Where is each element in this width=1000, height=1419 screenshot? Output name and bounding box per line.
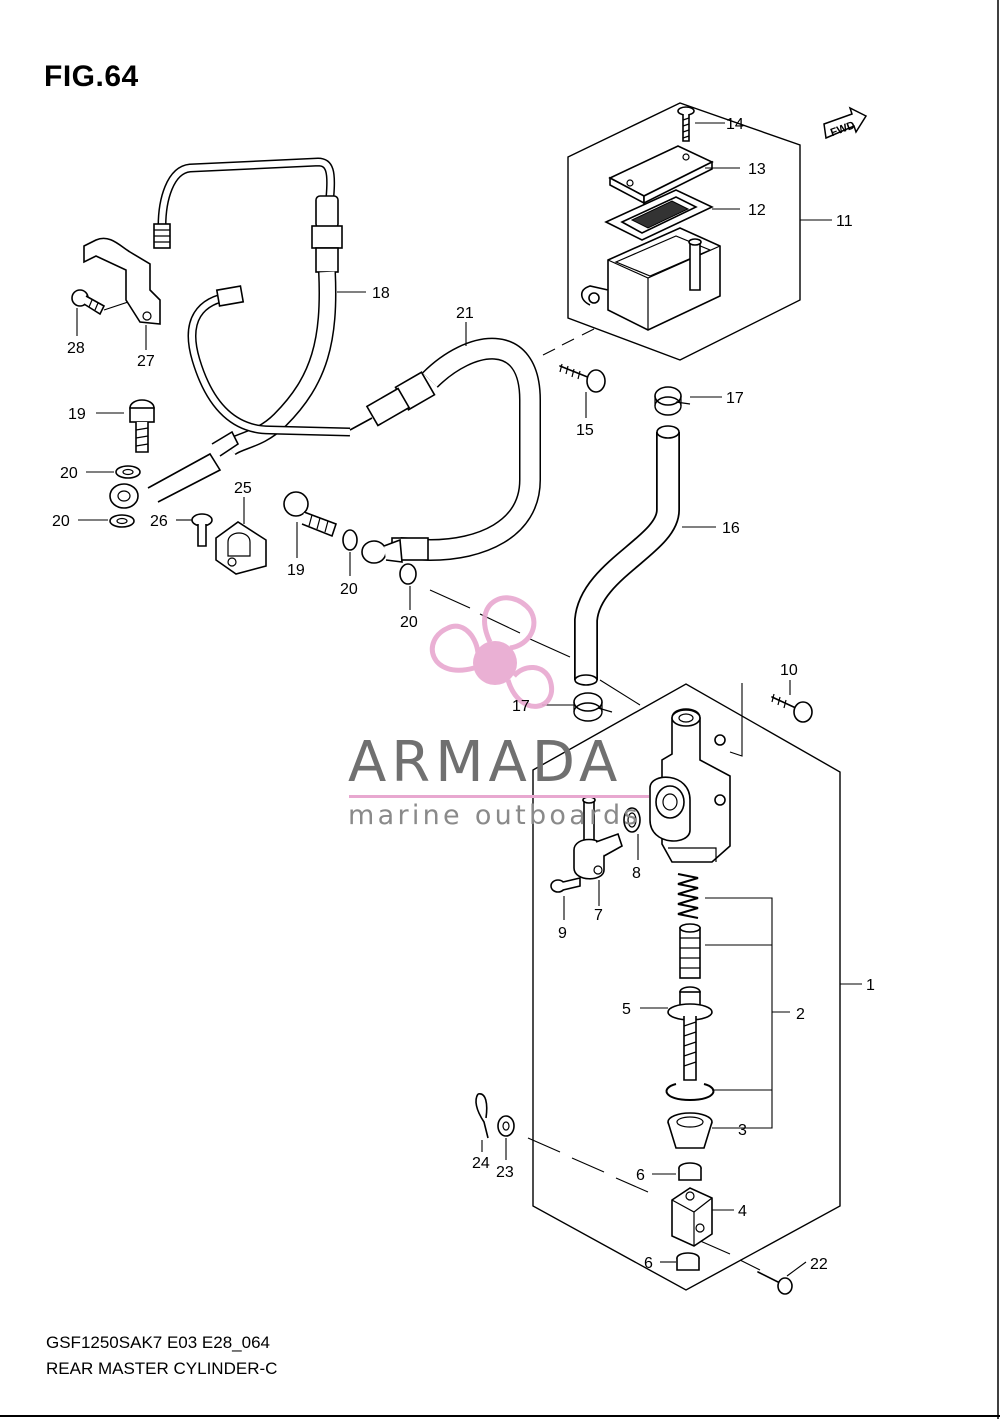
callout-19-left: 19: [68, 406, 86, 423]
reservoir-cap-screw: [677, 106, 695, 142]
callout-13: 13: [748, 161, 766, 178]
master-cylinder-hose: [349, 337, 541, 562]
master-cylinder-mount-bolt: [771, 693, 813, 723]
leader-22: [786, 1261, 807, 1277]
reservoir-tank: [580, 227, 721, 331]
callout-23: 23: [496, 1164, 514, 1181]
callout-4: 4: [738, 1203, 747, 1220]
figure-title: FIG.64: [44, 60, 139, 93]
gasket-washer-4: [399, 563, 417, 585]
dust-boot: [667, 1112, 713, 1149]
clevis: [671, 1187, 713, 1247]
guide-line-upper: [429, 589, 641, 706]
reservoir-diaphragm-plate: [604, 189, 714, 241]
push-rod: [667, 986, 713, 1081]
lock-nut-lower: [676, 1252, 700, 1271]
drawing-code: GSF1250SAK7 E03 E28_064: [46, 1333, 270, 1352]
callout-17-upper: 17: [726, 390, 744, 407]
hose-clamp-lower: [573, 692, 613, 722]
callout-25: 25: [234, 480, 252, 497]
gasket-washer-3: [342, 529, 358, 551]
callout-14: 14: [726, 116, 744, 133]
callout-22: 22: [810, 1256, 828, 1273]
hose-clamp-upper: [654, 386, 691, 416]
hose-bracket: [83, 237, 161, 325]
gasket-washer-2: [109, 514, 135, 528]
callout-17-lower: 17: [512, 698, 530, 715]
reservoir-cap: [608, 145, 714, 205]
master-cylinder-body: [649, 708, 731, 863]
callout-9: 9: [558, 925, 567, 942]
lock-nut-upper: [678, 1162, 702, 1181]
callout-10: 10: [780, 662, 798, 679]
rear-brake-hose: [224, 195, 343, 456]
callout-20-c: 20: [340, 581, 358, 598]
callout-19-right: 19: [287, 562, 305, 579]
guide-line-pin: [697, 1239, 761, 1271]
callout-11: 11: [836, 213, 853, 230]
callout-20-d: 20: [400, 614, 418, 631]
watermark-brand: ARMADA: [348, 730, 623, 795]
union-bolt-left: [129, 399, 155, 453]
fitting-screw: [550, 876, 581, 893]
callout-18: 18: [372, 285, 390, 302]
drawing-name: REAR MASTER CYLINDER-C: [46, 1359, 278, 1378]
banjo-fitting-cylinder: [361, 538, 403, 564]
callout-20-b: 20: [52, 513, 70, 530]
callout-6-lower: 6: [644, 1255, 653, 1272]
callout-2: 2: [796, 1006, 805, 1023]
guide-line-bolt: [729, 683, 743, 757]
union-bolt-right: [283, 491, 338, 538]
reservoir-assembly-frame: [567, 102, 801, 361]
callout-1: 1: [866, 977, 875, 994]
leader-2-bracket: [705, 897, 790, 1129]
callout-5: 5: [622, 1001, 631, 1018]
callout-27: 27: [137, 353, 155, 370]
guide-line-lower: [527, 1137, 649, 1193]
callout-16: 16: [722, 520, 740, 537]
callout-26: 26: [150, 513, 168, 530]
brake-pipe-upper: [157, 157, 336, 227]
cotter-pin: [475, 1093, 489, 1139]
watermark-divider: [349, 795, 649, 798]
callout-3: 3: [738, 1122, 747, 1139]
hose-inlet-fitting: [573, 796, 623, 880]
return-spring: [677, 873, 699, 919]
callout-24: 24: [472, 1155, 490, 1172]
bracket-bolt: [71, 289, 129, 316]
banjo-fitting-caliper: [109, 430, 240, 509]
clamp-screw: [191, 513, 213, 547]
forward-arrow-badge: FWD: [823, 106, 868, 139]
clevis-pin: [757, 1271, 793, 1295]
pipe-end-fitting-left: [153, 223, 171, 249]
callout-8: 8: [632, 865, 641, 882]
pipe-end-fitting-right: [215, 285, 245, 307]
watermark-tagline: marine outboards: [348, 800, 641, 831]
callout-28: 28: [67, 340, 85, 357]
o-ring: [623, 807, 641, 833]
hose-guide-clamp: [215, 521, 267, 575]
callout-20-a: 20: [60, 465, 78, 482]
callout-6-upper: 6: [636, 1167, 645, 1184]
callout-12: 12: [748, 202, 766, 219]
gasket-washer-1: [115, 465, 141, 479]
callout-15: 15: [576, 422, 594, 439]
piston: [679, 923, 701, 979]
callout-21: 21: [456, 305, 474, 322]
callout-7: 7: [594, 907, 603, 924]
pin-washer: [497, 1115, 515, 1137]
circlip: [665, 1083, 715, 1102]
reservoir-mount-bolt: [542, 328, 606, 393]
watermark-propeller-icon: [429, 595, 555, 709]
master-cylinder-assembly-frame: [532, 683, 841, 1291]
